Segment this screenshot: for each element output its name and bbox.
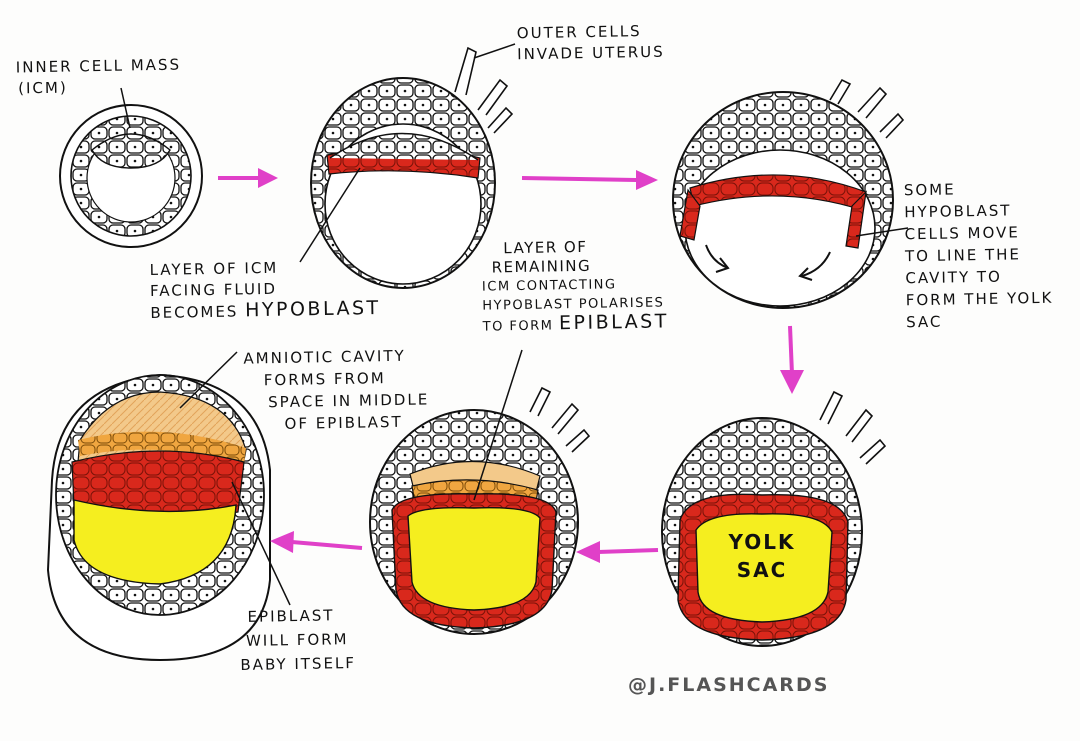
label-outer-cells-line-1: OUTER CELLS: [516, 22, 642, 43]
arrow-4-5: [576, 541, 659, 563]
watermark: @J.FLASHCARDS: [628, 674, 830, 696]
label-icm-line-2: (ICM): [18, 78, 68, 98]
label-yolk-move: SOME HYPOBLAST CELLS MOVE TO LINE THE CA…: [904, 177, 1054, 334]
label-yolk-move-line-6: FORM THE YOLK: [905, 288, 1054, 310]
label-yolk-move-line-7: SAC: [906, 312, 943, 332]
label-hypoblast: LAYER OF ICM FACING FLUID BECOMES HYPOBL…: [149, 256, 380, 324]
label-yolk-move-line-2: HYPOBLAST: [904, 201, 1012, 222]
label-hypoblast-line-3: BECOMES HYPOBLAST: [150, 296, 381, 324]
label-icm: INNER CELL MASS (ICM): [16, 55, 182, 100]
label-baby: EPIBLAST WILL FORM BABY ITSELF: [239, 603, 356, 677]
label-yolk-sac-line-2: SAC: [736, 558, 788, 582]
stage-2-hypoblast: [299, 43, 516, 289]
stage-1-blastocyst: [59, 87, 203, 248]
stage-3-yolk-lining: [672, 78, 909, 309]
label-amniotic-line-4: OF EPIBLAST: [284, 412, 403, 433]
label-epiblast: LAYER OF REMAINING ICM CONTACTING HYPOBL…: [481, 236, 669, 336]
label-outer-cells: OUTER CELLS INVADE UTERUS: [517, 21, 665, 66]
arrow-1-2: [218, 168, 278, 188]
label-baby-line-2: WILL FORM: [245, 630, 349, 650]
label-icm-line-1: INNER CELL MASS: [15, 55, 182, 77]
arrow-3-4: [780, 325, 804, 394]
label-amniotic-line-1: AMNIOTIC CAVITY: [243, 346, 406, 368]
stage-6-amniotic-cavity: [46, 351, 291, 662]
label-yolk-move-line-5: CAVITY TO: [905, 267, 1003, 288]
stage-5-epiblast: [369, 349, 591, 635]
label-yolk-sac: YOLK SAC: [712, 528, 812, 584]
label-epiblast-to-form: TO FORM: [482, 318, 554, 335]
label-epiblast-line-5: TO FORM EPIBLAST: [482, 310, 670, 336]
label-outer-cells-line-2: INVADE UTERUS: [517, 42, 665, 64]
label-hypoblast-becomes: BECOMES: [150, 302, 239, 323]
stage-4-yolk-sac: [661, 390, 887, 647]
label-yolk-move-line-3: CELLS MOVE: [904, 223, 1020, 244]
arrow-2-3: [521, 170, 658, 190]
label-amniotic-line-2: FORMS FROM: [263, 369, 386, 390]
label-yolk-sac-line-1: YOLK: [728, 530, 796, 554]
arrow-5-6: [270, 531, 363, 553]
label-amniotic-line-3: SPACE IN MIDDLE: [268, 390, 430, 412]
label-hypoblast-word: HYPOBLAST: [244, 296, 381, 322]
label-yolk-move-line-1: SOME: [903, 180, 956, 200]
label-yolk-move-line-4: TO LINE THE: [904, 245, 1022, 266]
label-amniotic: AMNIOTIC CAVITY FORMS FROM SPACE IN MIDD…: [243, 344, 430, 435]
label-baby-line-3: BABY ITSELF: [240, 653, 357, 675]
label-epiblast-word: EPIBLAST: [558, 310, 670, 335]
label-baby-line-1: EPIBLAST: [247, 606, 335, 626]
